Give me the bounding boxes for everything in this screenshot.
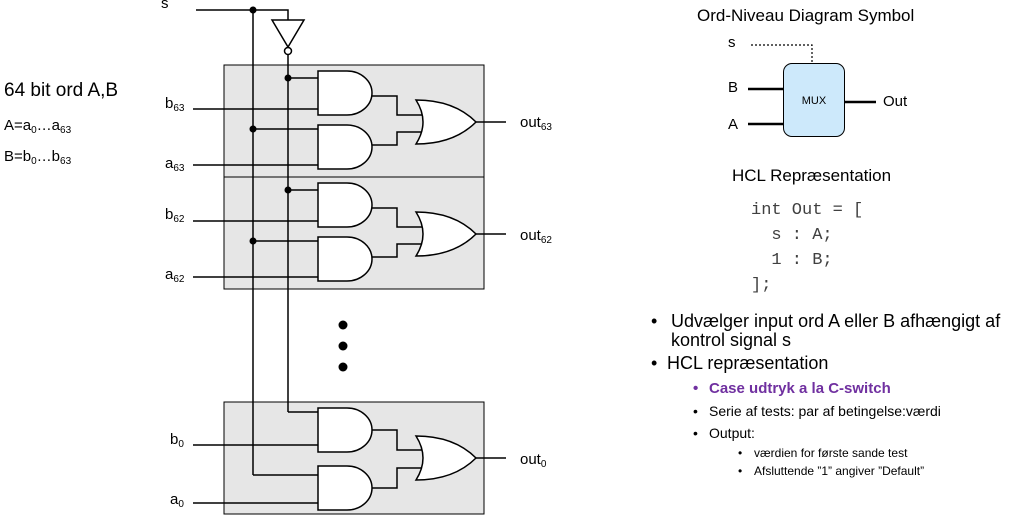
- mux-s-label: s: [728, 34, 736, 51]
- b62-label: b62: [165, 206, 185, 225]
- s-signal-label: s: [161, 0, 169, 12]
- hcl-code-line: int Out = [: [751, 201, 864, 220]
- and-gate: [317, 70, 373, 116]
- sub-bullet-item: •Serie af tests: par af betingelse:værdi: [693, 403, 941, 419]
- ellipsis-dot: [338, 362, 348, 372]
- hcl-code-line: 1 : B;: [751, 251, 833, 270]
- sub-sub-bullet-item: •værdien for første sande test: [738, 446, 908, 460]
- sub-sub-bullet-item: •Afsluttende ”1” angiver ”Default”: [738, 464, 925, 478]
- sub-bullet-item: •Case udtryk a la C-switch: [693, 380, 891, 397]
- a63-label: a63: [165, 155, 185, 174]
- b-definition: B=b0…b63: [4, 148, 72, 167]
- and-gate: [317, 407, 373, 453]
- hcl-code-line: ];: [751, 276, 772, 295]
- and-gate: [317, 124, 373, 170]
- word-diagram-title: Ord-Niveau Diagram Symbol: [697, 6, 915, 25]
- out62-label: out62: [520, 227, 552, 246]
- word-size-title: 64 bit ord A,B: [4, 80, 119, 101]
- ellipsis-dot: [338, 320, 348, 330]
- out63-label: out63: [520, 114, 552, 133]
- mux-label: MUX: [801, 95, 827, 107]
- or-gate: [414, 99, 478, 145]
- out0-label: out0: [520, 451, 547, 470]
- or-gate: [414, 435, 478, 481]
- b63-label: b63: [165, 95, 185, 114]
- and-gate: [317, 236, 373, 282]
- a0-label: a0: [170, 491, 184, 510]
- hcl-title: HCL Repræsentation: [732, 166, 892, 185]
- hcl-code-line: s : A;: [751, 226, 833, 245]
- inverter-gate: [270, 19, 306, 49]
- bullet-item: • Udvælger input ord A eller B afhængigt…: [651, 311, 1001, 350]
- mux-out-label: Out: [883, 93, 908, 110]
- a-definition: A=a0…a63: [4, 117, 72, 136]
- b0-label: b0: [170, 431, 184, 450]
- mux-block: [783, 63, 845, 137]
- mux-b-label: B: [728, 79, 739, 96]
- a62-label: a62: [165, 266, 185, 285]
- bullet-item: •HCL repræsentation: [651, 353, 829, 373]
- mux-s-dotted-wire: [751, 44, 813, 63]
- and-gate: [317, 182, 373, 228]
- sub-bullet-item: •Output:: [693, 425, 755, 441]
- inverter-bubble: [283, 46, 293, 56]
- or-gate: [414, 211, 478, 257]
- mux-a-label: A: [728, 116, 739, 133]
- ellipsis-dot: [338, 341, 348, 351]
- s-wire: [196, 9, 289, 20]
- and-gate: [317, 465, 373, 511]
